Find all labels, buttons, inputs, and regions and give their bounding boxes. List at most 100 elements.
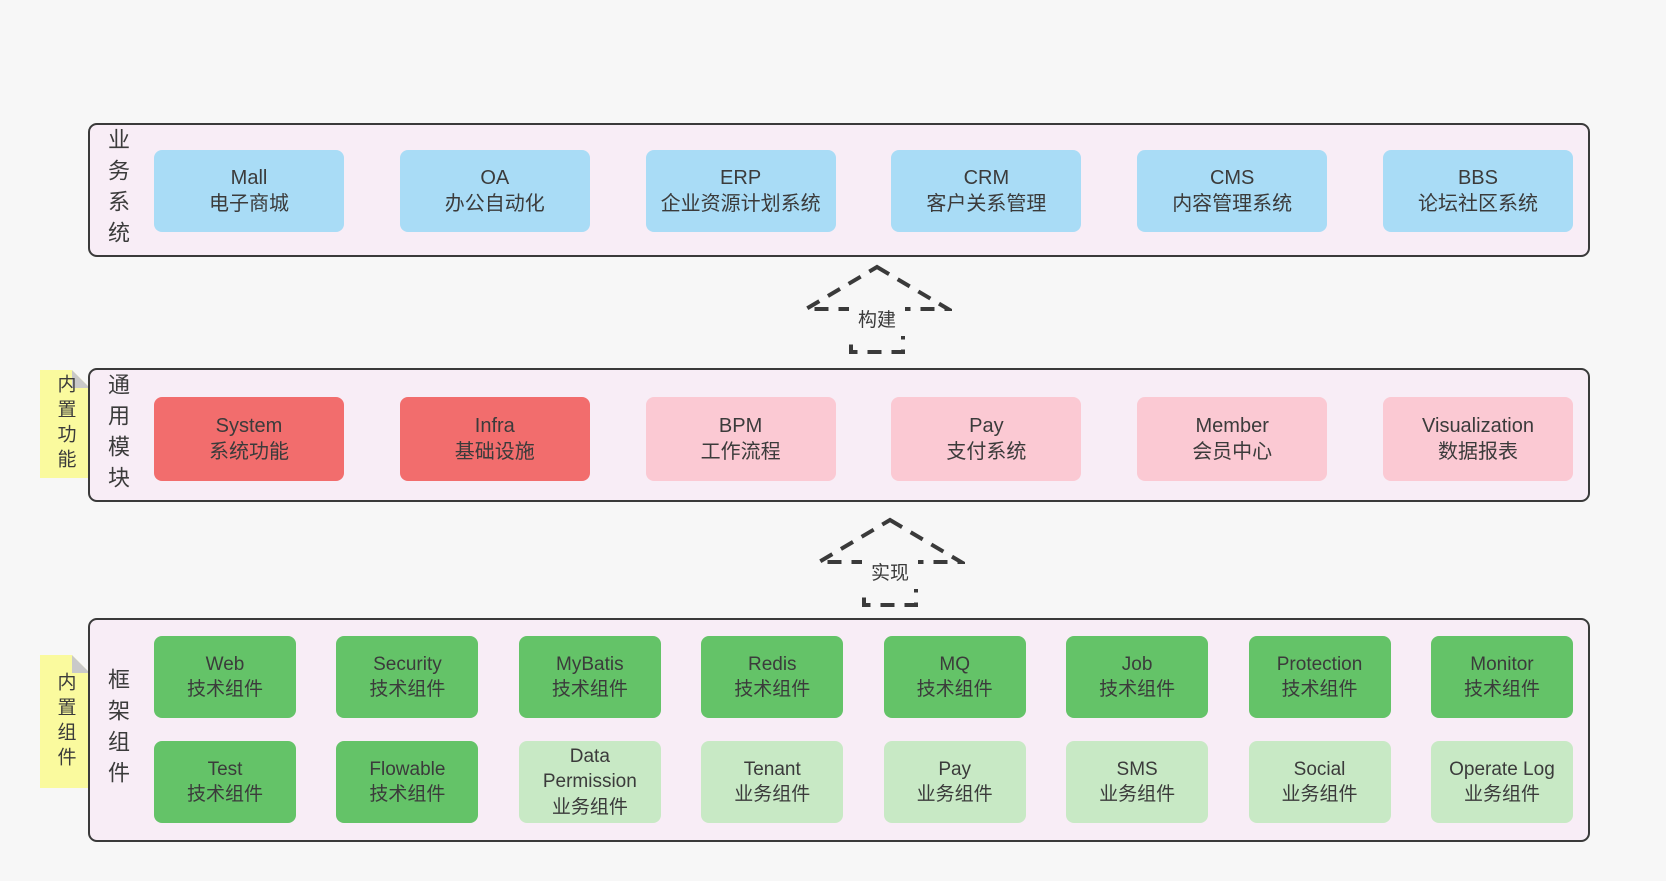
box-security: Security 技术组件 — [336, 636, 479, 718]
box-title: MQ — [939, 653, 970, 675]
box-title: Redis — [747, 653, 797, 675]
box-subtitle: 技术组件 — [1099, 679, 1176, 700]
box-title: Pay — [938, 758, 972, 780]
box-title: Member — [1195, 414, 1269, 437]
box-mq: MQ 技术组件 — [883, 636, 1026, 718]
box-title: BPM — [718, 414, 763, 437]
box-protection: Protection 技术组件 — [1248, 636, 1391, 718]
builtin-components-tab: 内置组件 — [40, 655, 90, 788]
box-subtitle: 技术组件 — [551, 679, 628, 700]
box-title: Protection — [1276, 653, 1363, 675]
box-title: System — [215, 414, 283, 437]
box-title: Visualization — [1422, 414, 1534, 437]
box-test: Test 技术组件 — [154, 741, 296, 823]
box-title: Data Permission — [542, 746, 637, 793]
box-title: Security — [373, 653, 442, 675]
box-job: Job 技术组件 — [1066, 636, 1209, 718]
framework-row-1: Web 技术组件 Security 技术组件 MyBatis 技术组件 Redi… — [154, 636, 1573, 718]
box-subtitle: 技术组件 — [1281, 679, 1358, 700]
box-erp: ERP 企业资源计划系统 — [645, 150, 836, 232]
box-mall: Mall 电子商城 — [154, 150, 344, 232]
box-bbs: BBS 论坛社区系统 — [1382, 150, 1573, 232]
box-subtitle: 技术组件 — [186, 784, 263, 805]
box-subtitle: 业务组件 — [551, 796, 628, 818]
box-subtitle: 技术组件 — [369, 679, 446, 700]
box-subtitle: 技术组件 — [369, 784, 446, 805]
common-modules-row: System 系统功能 Infra 基础设施 BPM 工作流程 Pay 支付系统… — [154, 397, 1573, 481]
framework-components-label: 框架组件 — [105, 668, 130, 792]
box-subtitle: 办公自动化 — [444, 193, 545, 215]
box-subtitle: 业务组件 — [1099, 784, 1176, 805]
box-subtitle: 技术组件 — [734, 679, 811, 700]
box-redis: Redis 技术组件 — [701, 636, 844, 718]
business-systems-label: 业务系统 — [105, 128, 130, 252]
box-tenant: Tenant 业务组件 — [701, 741, 844, 823]
box-monitor: Monitor 技术组件 — [1430, 636, 1573, 718]
box-subtitle: 技术组件 — [186, 679, 263, 700]
builtin-features-tab-label: 内置功能 — [54, 374, 76, 474]
box-title: Tenant — [743, 758, 801, 780]
box-title: Pay — [969, 414, 1004, 437]
builtin-features-tab: 内置功能 — [40, 370, 90, 478]
box-subtitle: 系统功能 — [209, 441, 289, 463]
box-subtitle: 技术组件 — [1463, 679, 1540, 700]
build-arrow-label: 构建 — [858, 309, 896, 331]
box-operate-log: Operate Log 业务组件 — [1430, 741, 1573, 823]
box-title: BBS — [1457, 166, 1498, 189]
box-subtitle: 电子商城 — [209, 193, 289, 215]
box-title: Job — [1121, 653, 1153, 675]
box-pay: Pay 支付系统 — [891, 397, 1082, 481]
box-subtitle: 客户关系管理 — [926, 193, 1047, 215]
common-modules-label: 通用模块 — [105, 373, 130, 497]
box-title: Web — [205, 653, 245, 675]
box-infra: Infra 基础设施 — [399, 397, 590, 481]
box-title: Operate Log — [1449, 758, 1555, 780]
box-mybatis: MyBatis 技术组件 — [518, 636, 661, 718]
box-title: CRM — [963, 166, 1010, 189]
build-arrow: 构建 — [802, 264, 952, 354]
box-flowable: Flowable 技术组件 — [336, 741, 479, 823]
box-cms: CMS 内容管理系统 — [1137, 150, 1328, 232]
box-bpm: BPM 工作流程 — [645, 397, 836, 481]
box-subtitle: 工作流程 — [700, 441, 781, 463]
business-systems-row: Mall 电子商城 OA 办公自动化 ERP 企业资源计划系统 CRM 客户关系… — [154, 150, 1573, 232]
box-title: Flowable — [369, 758, 446, 780]
framework-components-panel: 框架组件 Web 技术组件 Security 技术组件 MyBatis 技术组件… — [88, 618, 1590, 842]
box-title: MyBatis — [556, 653, 624, 675]
box-title: SMS — [1116, 758, 1158, 780]
box-title: Test — [207, 758, 243, 780]
builtin-components-tab-label: 内置组件 — [54, 671, 76, 772]
box-subtitle: 论坛社区系统 — [1417, 193, 1538, 215]
box-crm: CRM 客户关系管理 — [891, 150, 1082, 232]
implement-arrow-label: 实现 — [871, 562, 909, 584]
box-subtitle: 业务组件 — [734, 784, 811, 805]
box-title: Infra — [474, 414, 515, 437]
implement-arrow: 实现 — [815, 517, 965, 607]
box-title: Mall — [230, 166, 268, 189]
box-subtitle: 企业资源计划系统 — [660, 193, 821, 215]
box-subtitle: 业务组件 — [1281, 784, 1358, 805]
box-member: Member 会员中心 — [1137, 397, 1328, 481]
box-system: System 系统功能 — [154, 397, 344, 481]
box-subtitle: 数据报表 — [1437, 441, 1518, 463]
box-subtitle: 技术组件 — [916, 679, 993, 700]
box-data-permission: Data Permission 业务组件 — [518, 741, 661, 823]
box-web: Web 技术组件 — [154, 636, 296, 718]
box-title: ERP — [720, 166, 762, 189]
business-systems-panel: 业务系统 Mall 电子商城 OA 办公自动化 ERP 企业资源计划系统 CRM… — [88, 123, 1590, 257]
box-social: Social 业务组件 — [1248, 741, 1391, 823]
box-subtitle: 支付系统 — [946, 441, 1027, 463]
box-title: OA — [480, 166, 510, 189]
box-subtitle: 会员中心 — [1192, 441, 1273, 463]
box-subtitle: 业务组件 — [916, 784, 993, 805]
box-title: Monitor — [1470, 653, 1534, 675]
box-title: Social — [1293, 758, 1346, 780]
box-title: CMS — [1209, 166, 1255, 189]
box-subtitle: 内容管理系统 — [1172, 193, 1293, 215]
box-subtitle: 基础设施 — [454, 441, 535, 463]
box-sms: SMS 业务组件 — [1066, 741, 1209, 823]
common-modules-panel: 通用模块 System 系统功能 Infra 基础设施 BPM 工作流程 Pay… — [88, 368, 1590, 502]
framework-row-2: Test 技术组件 Flowable 技术组件 Data Permission … — [154, 741, 1573, 823]
box-visualization: Visualization 数据报表 — [1382, 397, 1573, 481]
box-subtitle: 业务组件 — [1463, 784, 1540, 805]
